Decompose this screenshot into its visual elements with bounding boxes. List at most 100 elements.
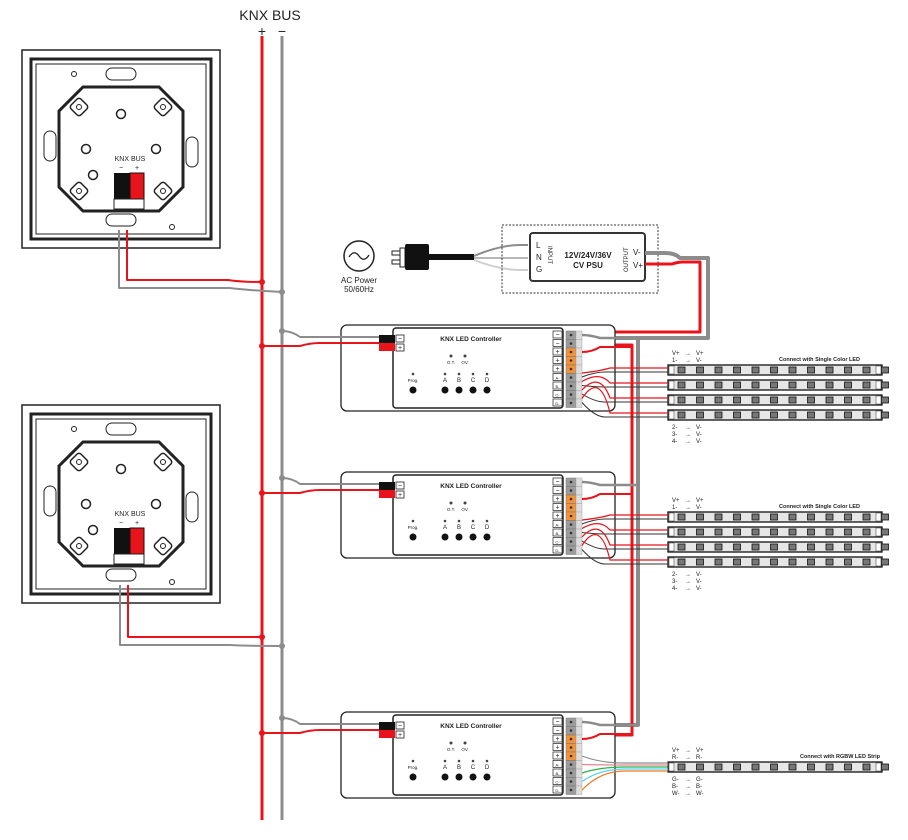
strip-pads-right	[875, 380, 882, 390]
led-chip	[696, 558, 704, 566]
indicator-dot	[457, 519, 461, 523]
terminal-label: D-	[555, 788, 560, 793]
indicator-dot	[443, 759, 447, 763]
panel-mounting-plate	[57, 85, 185, 213]
load-map-arrow: →	[685, 572, 691, 578]
bus-connector-plus	[379, 490, 395, 498]
mounting-hole	[87, 169, 99, 181]
button-a	[441, 773, 449, 781]
terminal-label: B-	[556, 384, 561, 389]
controller-vplus-feed	[581, 346, 632, 353]
terminal-label: +	[555, 358, 559, 365]
led-chip	[807, 381, 815, 389]
terminal-screw	[569, 720, 573, 724]
led-chip	[751, 543, 760, 551]
terminal-release	[575, 760, 583, 770]
terminal-label-box	[552, 364, 563, 373]
led-chip	[825, 543, 834, 551]
led-chip	[696, 396, 704, 404]
terminal-label-box	[552, 339, 563, 347]
psu-input-g: G	[536, 265, 542, 274]
keyhole-slot	[185, 136, 199, 168]
led-chip	[733, 558, 741, 566]
panel-minus-label: −	[119, 165, 123, 172]
led-chip	[825, 513, 834, 521]
terminal-screw	[569, 788, 573, 792]
terminal-label-box	[552, 768, 563, 777]
bus-junction-dot	[259, 490, 265, 496]
controller-title: KNX LED Controller	[440, 336, 502, 343]
load-map-to: R-	[696, 755, 702, 761]
panel-plate-line	[60, 443, 182, 564]
plug-collar	[399, 247, 406, 268]
load-map-to: W-	[696, 791, 704, 797]
terminal-screw	[569, 393, 573, 396]
indicator-dot	[411, 519, 415, 523]
load-map-to: G-	[696, 777, 703, 783]
terminal-release	[575, 768, 583, 778]
terminal-release	[575, 734, 583, 744]
strip-pads-right	[875, 395, 882, 405]
strip-vplus-wire	[581, 534, 668, 561]
terminal-label-box	[552, 760, 563, 768]
terminal-screw	[569, 771, 573, 775]
controller-body	[392, 327, 564, 409]
status-led	[449, 741, 453, 745]
terminal-label-box	[552, 503, 563, 511]
load-map-arrow: →	[685, 505, 691, 511]
led-chip	[881, 558, 889, 566]
strip-pads-right	[875, 557, 882, 567]
terminal-release	[575, 381, 583, 391]
terminal-release	[575, 494, 583, 504]
led-chip	[696, 543, 704, 551]
load-map-arrow: →	[685, 498, 691, 504]
load-map-arrow: →	[685, 791, 691, 797]
led-chip	[807, 763, 815, 771]
led-chip	[807, 411, 815, 419]
terminal-release	[575, 503, 583, 513]
bus-junction-dot	[279, 328, 285, 334]
terminal-release	[575, 390, 583, 400]
terminal-label: +	[555, 505, 559, 512]
ac-power-label: AC Power	[341, 276, 377, 285]
terminal-label-box	[552, 486, 563, 494]
led-chip	[844, 366, 852, 374]
mounting-hole	[80, 498, 92, 510]
bus-title: KNX BUS	[239, 7, 300, 23]
button-label: C	[471, 378, 476, 384]
button-b	[455, 773, 463, 781]
terminal-label-box	[552, 390, 563, 398]
strip-vplus-wire	[581, 367, 668, 374]
terminal-release	[575, 537, 583, 547]
load-map-to: V-	[696, 586, 702, 592]
led-chip	[788, 396, 797, 404]
terminal-label-box	[552, 494, 563, 503]
load-title: Connect with RGBW LED Strip	[800, 754, 881, 760]
status-led-label: O.T.	[447, 360, 455, 365]
terminal-label-box	[552, 511, 563, 520]
button-label: Prog.	[408, 525, 419, 530]
load-map-arrow: →	[685, 586, 691, 592]
terminal-release	[575, 726, 583, 736]
terminal-label: B-	[556, 531, 561, 536]
strip-vplus-wire	[581, 376, 668, 384]
led-chip	[807, 366, 815, 374]
button-label: A	[443, 378, 447, 384]
button-label: D	[485, 765, 490, 771]
strip-pads-right	[875, 365, 882, 375]
led-chip	[862, 763, 871, 771]
load-map-from: 3-	[672, 579, 677, 585]
button-label: D	[485, 378, 490, 384]
controller-vminus-feed	[581, 720, 638, 727]
led-chip	[696, 513, 704, 521]
keyhole-slot	[105, 422, 137, 436]
led-chip	[677, 396, 686, 404]
button-label: B	[457, 525, 461, 531]
load-map-to: V+	[696, 351, 704, 357]
led-chip	[844, 763, 852, 771]
led-chip	[714, 411, 723, 419]
terminal-label: −	[555, 479, 559, 486]
load-map-arrow: →	[685, 579, 691, 585]
bus-terminal-minus-label: −	[398, 336, 402, 343]
terminal-label-box	[552, 347, 563, 356]
